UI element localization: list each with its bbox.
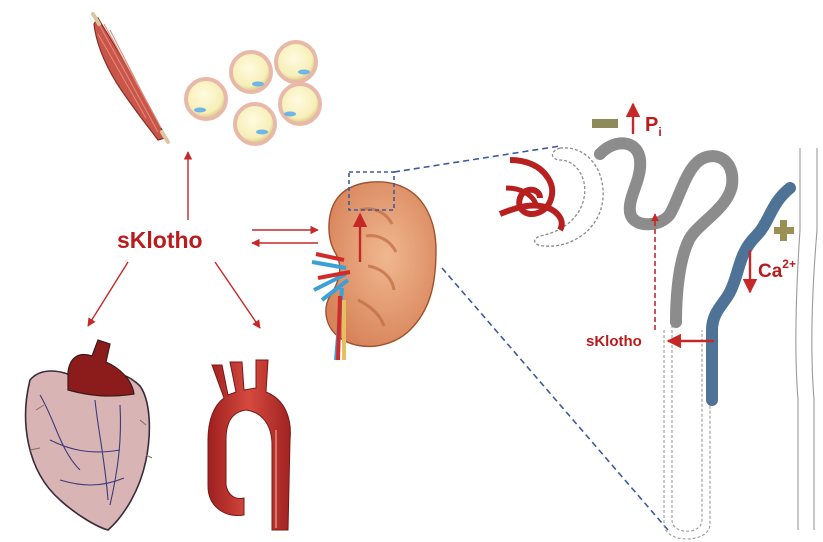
arrow-to-aorta bbox=[215, 262, 260, 328]
skeletal-muscle-icon bbox=[93, 14, 168, 142]
arrow-to-heart bbox=[88, 262, 128, 326]
heart-icon bbox=[26, 340, 152, 530]
minus-sign bbox=[592, 119, 618, 128]
adipocyte-cluster-icon bbox=[186, 42, 320, 144]
calcium-label: Ca2+ bbox=[758, 257, 796, 282]
center-sklotho-label: sKlotho bbox=[117, 227, 203, 253]
plus-sign-vertical bbox=[780, 220, 787, 241]
aorta-icon bbox=[208, 360, 290, 530]
kidney-icon bbox=[312, 172, 436, 360]
phosphate-label: Pi bbox=[645, 114, 662, 139]
zoom-line-bottom bbox=[442, 268, 668, 530]
glomerulus-icon bbox=[500, 148, 603, 246]
nephron-sklotho-label: sKlotho bbox=[586, 333, 642, 350]
